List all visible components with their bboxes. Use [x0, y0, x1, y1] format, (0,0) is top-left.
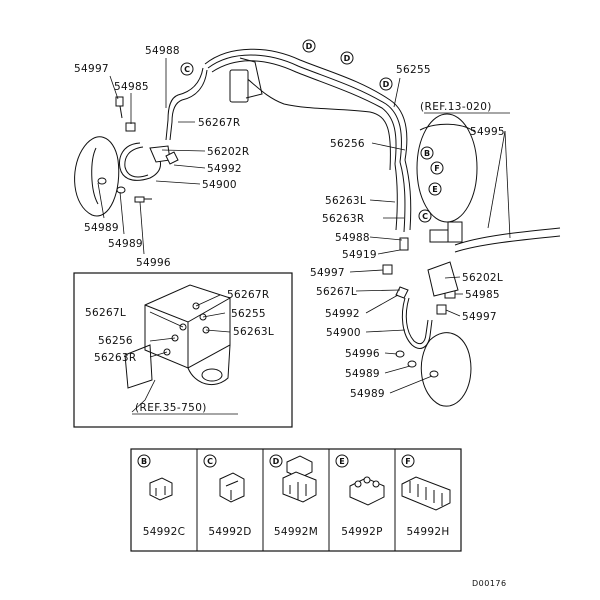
label-54995: 54995: [470, 126, 505, 138]
diagram-code: D00176: [472, 579, 507, 588]
label-54997-right-a: 54997: [310, 267, 345, 279]
callout-e: E: [428, 182, 442, 196]
label-56267r: 56267R: [198, 117, 241, 129]
inset-label-56255: 56255: [231, 308, 266, 320]
label-56267l: 56267L: [316, 286, 357, 298]
callout-c-upper: C: [180, 62, 194, 76]
label-54992-left: 54992: [207, 163, 242, 175]
svg-text:D: D: [306, 42, 313, 51]
clip-cell-f: F 54992H: [401, 454, 451, 538]
label-54985-right: 54985: [465, 289, 500, 301]
ref-35-750: (REF.35-750): [135, 402, 207, 414]
left-brake-disc-assembly: [74, 96, 179, 217]
svg-text:D: D: [383, 80, 390, 89]
label-54997-left: 54997: [74, 63, 109, 75]
clip-54992m-icon: [282, 455, 317, 503]
hydraulic-unit-inset: 56267R 56267L 56255 56256 56263L 56263R …: [73, 272, 293, 428]
clip-part-54992d: 54992D: [208, 526, 251, 538]
svg-text:E: E: [339, 457, 344, 466]
label-56263l: 56263L: [325, 195, 366, 207]
label-54996-left: 54996: [136, 257, 171, 269]
label-54985-left: 54985: [114, 81, 149, 93]
callout-d-2: D: [340, 51, 354, 65]
callout-letters: C D D D B F E C: [180, 39, 444, 223]
label-56256: 56256: [330, 138, 365, 150]
clip-54992d-icon: [219, 472, 245, 503]
svg-text:C: C: [422, 212, 428, 221]
leader-lines: [97, 58, 511, 394]
clip-cell-c: C 54992D: [203, 454, 251, 538]
svg-text:C: C: [184, 65, 190, 74]
label-54989-left-a: 54989: [84, 222, 119, 234]
inset-label-56267l: 56267L: [85, 307, 126, 319]
inset-label-56263l: 56263L: [233, 326, 274, 338]
svg-text:D: D: [344, 54, 351, 63]
ref-13-020: (REF.13-020): [420, 101, 492, 113]
svg-text:C: C: [207, 457, 213, 466]
label-56255: 56255: [396, 64, 431, 76]
svg-text:F: F: [434, 164, 439, 173]
clip-54992c-icon: [149, 477, 173, 501]
svg-text:E: E: [432, 185, 437, 194]
clip-table: B 54992C C 54992D D: [130, 448, 462, 552]
label-54988-right: 54988: [335, 232, 370, 244]
clip-cell-e: E 54992P: [335, 454, 385, 538]
clip-part-54992m: 54992M: [274, 526, 318, 538]
part-number-labels: 54997 54988 54985 56267R 56202R 54992 54…: [74, 45, 510, 400]
label-54900-left: 54900: [202, 179, 237, 191]
label-56202l: 56202L: [462, 272, 503, 284]
label-54989-right-b: 54989: [350, 388, 385, 400]
clip-cell-d: D 54992M: [269, 454, 318, 538]
callout-d-3: D: [379, 77, 393, 91]
svg-text:B: B: [424, 149, 430, 158]
clip-cell-b: B 54992C: [137, 454, 186, 538]
label-54996-right: 54996: [345, 348, 380, 360]
label-54989-left-b: 54989: [108, 238, 143, 250]
callout-f: F: [430, 161, 444, 175]
label-54919: 54919: [342, 249, 377, 261]
svg-text:B: B: [141, 457, 147, 466]
callout-b: B: [420, 146, 434, 160]
svg-text:D: D: [273, 457, 280, 466]
label-56202r: 56202R: [207, 146, 250, 158]
label-54988-left: 54988: [145, 45, 180, 57]
label-54992-right: 54992: [325, 308, 360, 320]
inset-label-56263r: 56263R: [94, 352, 137, 364]
clip-54992h-icon: [401, 476, 451, 511]
clip-part-54992h: 54992H: [406, 526, 449, 538]
brake-pipe-run: [165, 48, 561, 407]
svg-text:F: F: [405, 457, 410, 466]
callout-d-1: D: [302, 39, 316, 53]
label-54900-right: 54900: [326, 327, 361, 339]
clip-54992p-icon: [349, 476, 385, 506]
inset-label-56267r: 56267R: [227, 289, 270, 301]
clip-part-54992c: 54992C: [143, 526, 186, 538]
callout-c-lower: C: [418, 209, 432, 223]
inset-label-56256: 56256: [98, 335, 133, 347]
clip-part-54992p: 54992P: [341, 526, 383, 538]
label-56263r: 56263R: [322, 213, 365, 225]
label-54997-right-b: 54997: [462, 311, 497, 323]
label-54989-right-a: 54989: [345, 368, 380, 380]
